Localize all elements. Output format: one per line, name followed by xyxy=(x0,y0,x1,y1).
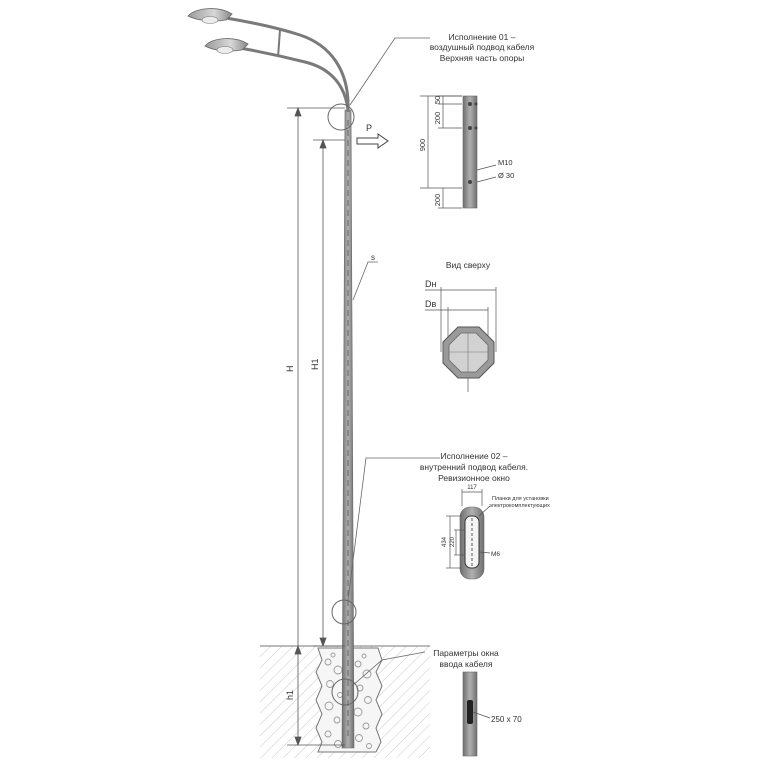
window-note-line2: электрокомплектующих xyxy=(489,503,550,509)
callout-top-line1: Исполнение 01 – xyxy=(449,32,516,42)
bracket-arms xyxy=(225,16,350,113)
detail-circle-revision xyxy=(331,599,357,625)
detail-circle-entry xyxy=(331,678,359,706)
detail-circle-top xyxy=(327,103,355,131)
window-width-label: 117 xyxy=(467,485,477,491)
entry-size-label: 250 x 70 xyxy=(491,715,522,724)
depth-label: h1 xyxy=(285,690,295,700)
lamp-lower xyxy=(204,38,249,54)
height1-label: H1 xyxy=(310,358,320,370)
window-note-line1: Планки для установки xyxy=(492,496,549,502)
callout-top: Исполнение 01 – воздушный подвод кабеля … xyxy=(430,32,535,63)
callout-revision-line3: Ревизионное окно xyxy=(438,473,510,483)
callout-revision: Исполнение 02 – внутренний подвод кабеля… xyxy=(420,451,528,483)
callout-top-line3: Верхняя часть опоры xyxy=(440,53,525,63)
top-detail: 50 200 900 200 M10 Ø 30 xyxy=(418,95,514,209)
bolt-label: M6 xyxy=(491,551,500,558)
top-view-title: Вид сверху xyxy=(446,260,491,270)
callout-revision-line2: внутренний подвод кабеля. xyxy=(420,462,528,472)
callout-top-line2: воздушный подвод кабеля xyxy=(430,42,535,52)
window-height-outer-label: 434 xyxy=(442,536,448,547)
thread-label: M10 xyxy=(498,158,513,167)
dim-50: 50 xyxy=(433,96,442,104)
thickness-label: s xyxy=(371,253,375,262)
dim-900: 900 xyxy=(418,139,427,152)
callout-entry-line2: ввода кабеля xyxy=(440,659,493,669)
hole-label: Ø 30 xyxy=(498,171,514,180)
window-height-inner-label: 220 xyxy=(450,536,456,547)
callout-entry-line1: Параметры окна xyxy=(433,648,499,658)
force-label: P xyxy=(366,123,372,133)
top-view-detail: Вид сверху Dн Dв xyxy=(425,260,497,392)
dim-200-lower: 200 xyxy=(433,194,442,207)
detail-markers xyxy=(327,103,359,706)
callout-entry: Параметры окна ввода кабеля xyxy=(433,648,499,669)
height-dims xyxy=(287,106,345,747)
pole xyxy=(341,109,355,749)
lamp-upper xyxy=(187,8,233,24)
cable-entry-detail: 250 x 70 xyxy=(462,671,522,757)
height-label: H xyxy=(285,366,295,373)
inner-diameter-label: Dв xyxy=(425,299,436,309)
revision-window-detail: 117 434 220 M6 Планки для установки элек… xyxy=(442,485,550,580)
force-arrow: P xyxy=(356,123,389,149)
outer-diameter-label: Dн xyxy=(425,279,436,289)
callout-revision-line1: Исполнение 02 – xyxy=(441,451,508,461)
leader-lines xyxy=(347,37,440,687)
dim-200-upper: 200 xyxy=(433,112,442,125)
